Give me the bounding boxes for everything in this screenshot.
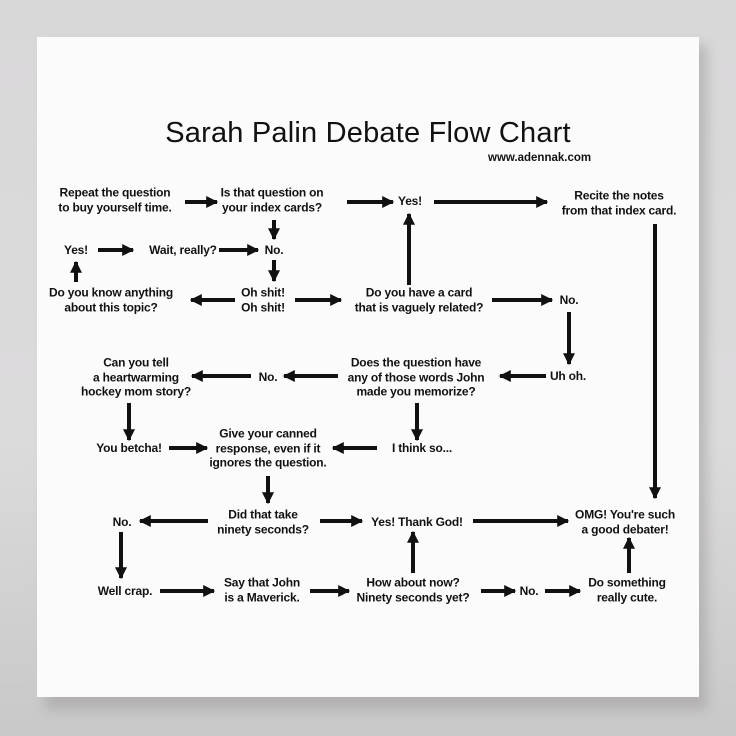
node-no-right: No.: [559, 292, 579, 307]
node-i-think-so: I think so...: [391, 440, 453, 455]
source-url: www.adennak.com: [488, 152, 592, 164]
node-maverick: Say that John is a Maverick.: [223, 575, 301, 605]
node-yes-top: Yes!: [398, 193, 422, 208]
node-know-anything: Do you know anything about this topic?: [49, 285, 173, 315]
node-yes-thank-god: Yes! Thank God!: [371, 514, 463, 529]
node-omg-debater: OMG! You're such a good debater!: [575, 507, 675, 537]
node-words-john: Does the question have any of those word…: [347, 355, 485, 399]
node-no-mid: No.: [258, 369, 278, 384]
node-oh-shit: Oh shit! Oh shit!: [241, 285, 285, 315]
node-yes-left: Yes!: [64, 242, 88, 257]
node-you-betcha: You betcha!: [96, 440, 162, 455]
node-no-bottom-left: No.: [112, 514, 132, 529]
node-how-about-now: How about now? Ninety seconds yet?: [356, 575, 470, 605]
poster: [37, 37, 699, 697]
node-recite-notes: Recite the notes from that index card.: [561, 188, 677, 218]
node-no-bottom: No.: [519, 583, 539, 598]
node-wait-really: Wait, really?: [149, 242, 217, 257]
node-repeat-question: Repeat the question to buy yourself time…: [58, 185, 172, 215]
node-card-related: Do you have a card that is vaguely relat…: [354, 285, 484, 315]
node-uh-oh: Uh oh.: [549, 368, 587, 383]
node-heartwarming: Can you tell a heartwarming hockey mom s…: [81, 355, 191, 399]
node-ninety-seconds: Did that take ninety seconds?: [217, 507, 309, 537]
node-do-something-cute: Do something really cute.: [588, 575, 666, 605]
node-well-crap: Well crap.: [97, 583, 153, 598]
node-canned-response: Give your canned response, even if it ig…: [209, 426, 327, 470]
node-index-cards: Is that question on your index cards?: [220, 185, 324, 215]
node-no-top: No.: [264, 242, 284, 257]
chart-title: Sarah Palin Debate Flow Chart: [165, 117, 571, 149]
